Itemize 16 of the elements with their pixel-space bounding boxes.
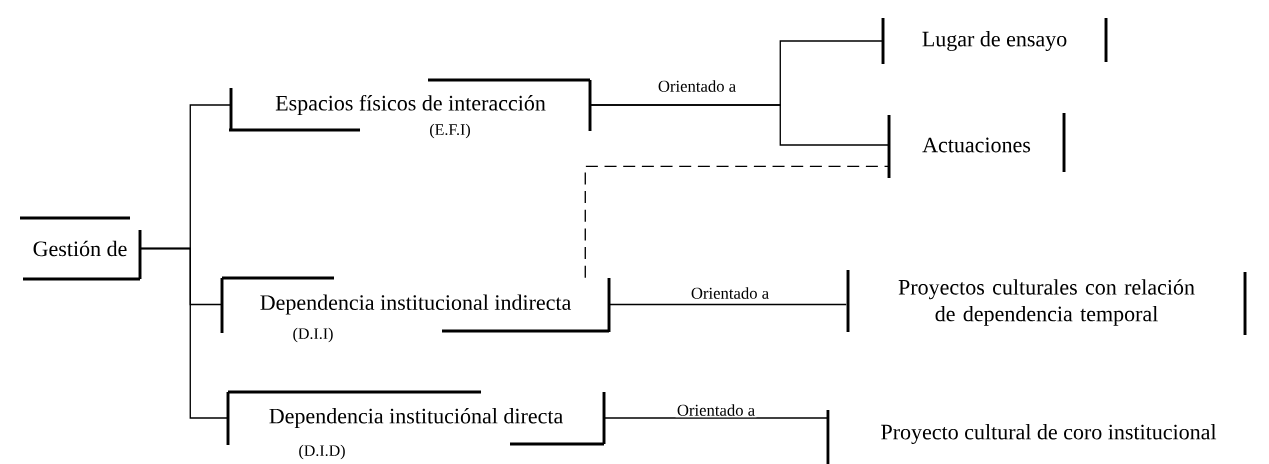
edge-label: Orientado a — [675, 402, 757, 418]
connector — [608, 303, 847, 306]
edge-label: Orientado a — [689, 285, 771, 301]
connector — [584, 165, 890, 279]
bracket-box: Proyectos culturales con relación de dependencia temporal — [846, 270, 1247, 335]
connector — [603, 417, 829, 419]
bracket-box: Gestión de — [20, 216, 142, 281]
connector — [589, 104, 890, 146]
abbreviation: (D.I.D) — [299, 444, 345, 460]
bracket-box: Lugar de ensayo — [881, 18, 1108, 64]
bracket-box: Actuaciones — [887, 113, 1066, 178]
edge-label: Orientado a — [656, 78, 738, 94]
bracket-box: Dependencia instituciónal directa — [226, 390, 606, 446]
abbreviation: (E.F.I) — [430, 123, 470, 139]
bracket-box: Proyecto cultural de coro institucional — [826, 410, 1217, 464]
connector — [139, 247, 229, 419]
